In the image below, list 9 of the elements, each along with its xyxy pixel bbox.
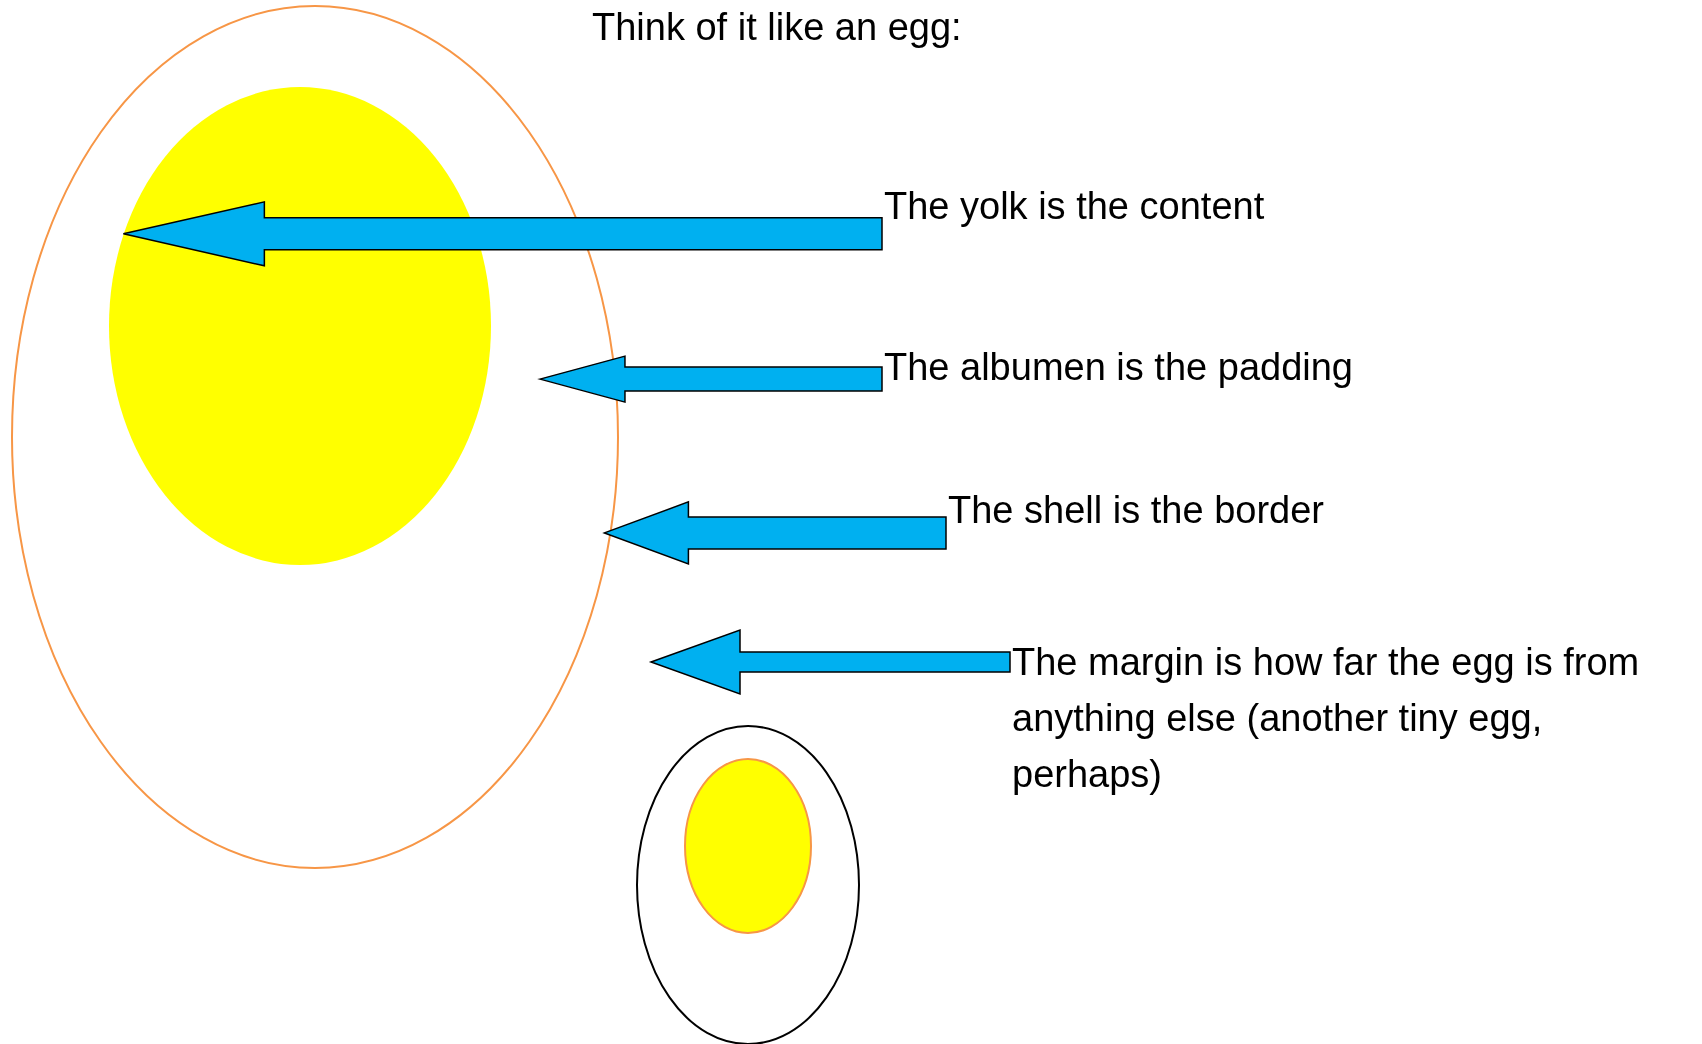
label-text: The yolk is the content bbox=[884, 184, 1266, 229]
block-arrow bbox=[648, 628, 1011, 696]
label-text: The shell is the border bbox=[948, 488, 1325, 533]
block-arrow bbox=[602, 500, 947, 565]
label-text: The margin is how far the egg is from anything else (another tiny egg, perhaps) bbox=[1012, 640, 1641, 797]
title: Think of it like an egg: bbox=[592, 6, 962, 49]
label-text: The albumen is the padding bbox=[884, 345, 1354, 390]
block-arrow bbox=[537, 355, 883, 404]
block-arrow bbox=[122, 200, 883, 267]
